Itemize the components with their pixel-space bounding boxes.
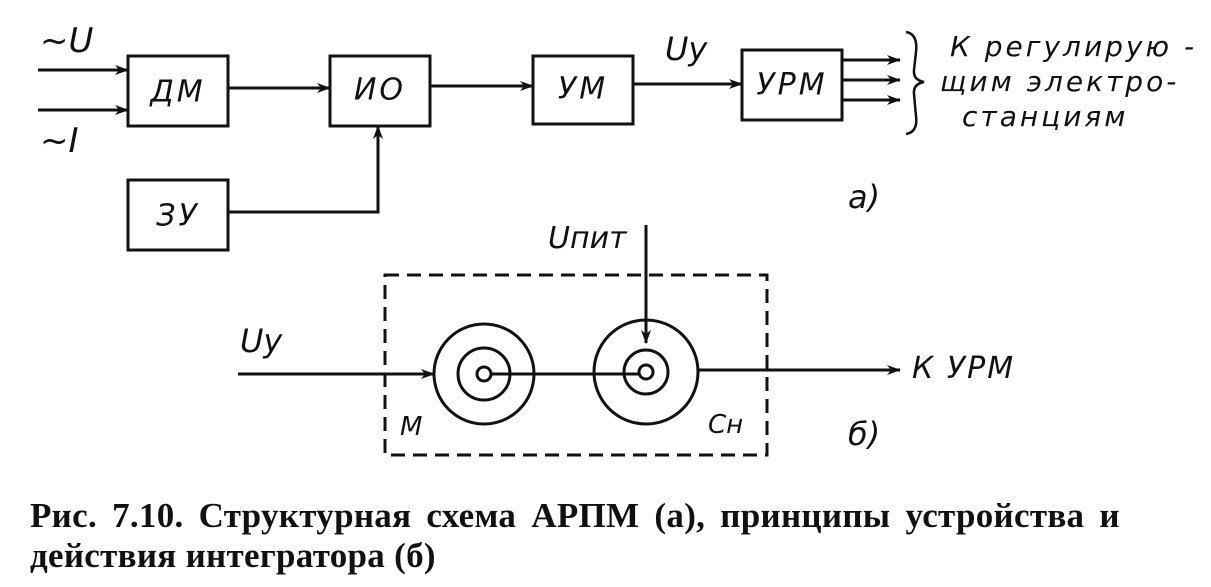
- caption-line-1: Рис. 7.10. Структурная схема АРПМ (а), п…: [30, 496, 1120, 535]
- block-zu-label: ЗУ: [156, 199, 200, 234]
- block-urm: [740, 48, 844, 122]
- signal-uy-label: Uу: [665, 30, 708, 68]
- output-brace: [905, 30, 925, 136]
- arrow-zu-io: [228, 125, 383, 214]
- caption-line-2: действия интегратора (б): [30, 536, 436, 575]
- block-io-label: ИО: [354, 73, 406, 108]
- sensor-middle-ring: [622, 348, 670, 396]
- integrator-dashed-frame: [383, 273, 769, 457]
- motor-label: М: [400, 412, 422, 442]
- motor-center: [475, 365, 493, 383]
- sensor-center: [637, 363, 655, 381]
- block-um: [531, 54, 635, 126]
- sensor-label: Сн: [708, 410, 743, 440]
- block-dm: [126, 54, 230, 128]
- output-text-line1: К регулирую -: [950, 30, 1197, 63]
- output-urm-label: К УРМ: [912, 351, 1015, 386]
- input-u-label: ~U: [40, 21, 93, 61]
- diagram-a-label: а): [848, 178, 880, 216]
- output-text-line3: станциям: [962, 100, 1128, 133]
- block-zu: [126, 178, 230, 252]
- figure-caption: Рис. 7.10. Структурная схема АРПМ (а), п…: [30, 496, 1200, 576]
- output-text-line2: щим электро-: [940, 65, 1179, 98]
- diagram-b-label: б): [848, 415, 880, 453]
- block-urm-label: УРМ: [756, 68, 827, 103]
- supply-label: Uпит: [548, 221, 628, 256]
- block-dm-label: ДМ: [148, 75, 205, 110]
- block-um-label: УМ: [558, 72, 608, 107]
- input-uy-label: Uу: [240, 322, 283, 360]
- input-i-label: ~I: [40, 121, 79, 161]
- sensor-outer-ring: [592, 318, 700, 426]
